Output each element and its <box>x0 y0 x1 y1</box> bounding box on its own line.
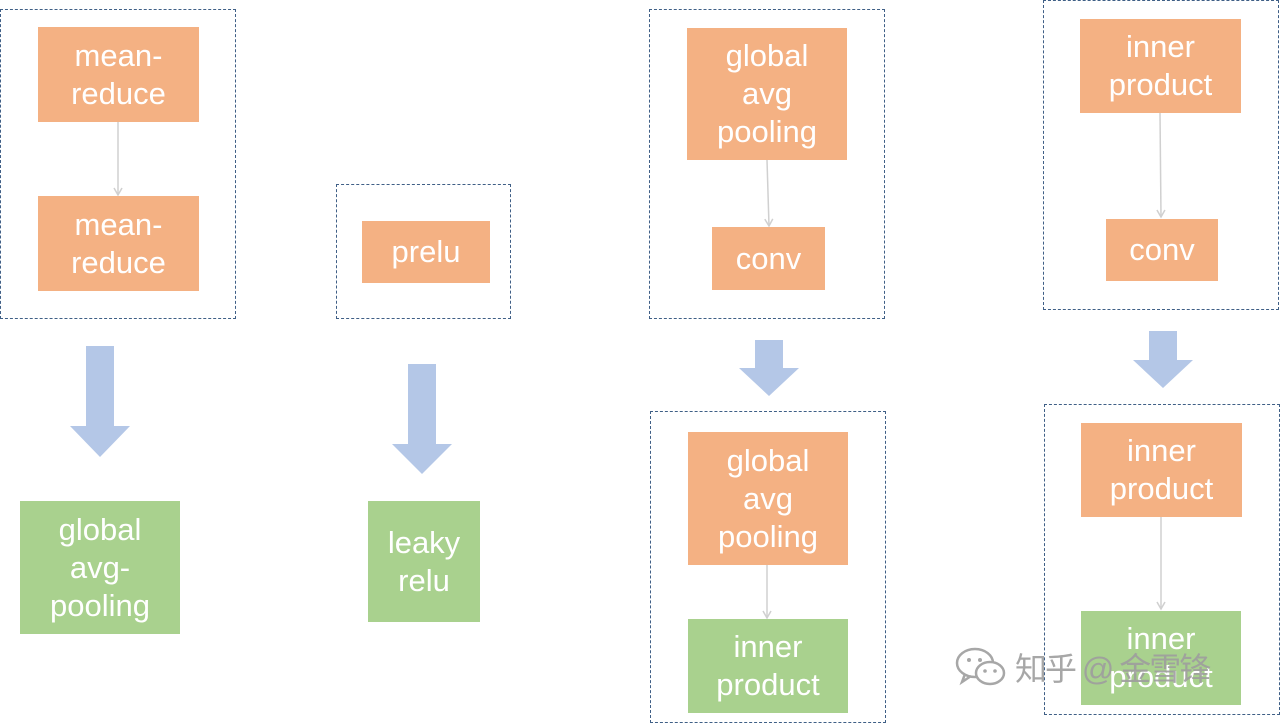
node-conv-a: conv <box>712 227 825 290</box>
node-inner-product-result-b: inner product <box>1081 611 1241 705</box>
node-prelu: prelu <box>362 221 490 283</box>
fusion-group-mean-reduce <box>0 9 236 319</box>
node-inner-product-result-a: inner product <box>688 619 848 713</box>
wechat-icon <box>955 647 1006 686</box>
transform-arrow-3 <box>739 340 799 396</box>
transform-arrow-4 <box>1133 331 1193 388</box>
node-mean-reduce-1: mean- reduce <box>38 27 199 122</box>
node-conv-b: conv <box>1106 219 1218 281</box>
node-inner-product-a: inner product <box>1080 19 1241 113</box>
transform-arrow-1 <box>70 346 130 457</box>
fusion-group-prelu <box>336 184 511 319</box>
fusion-group-pool-conv <box>649 9 885 319</box>
transform-arrow-2 <box>392 364 452 474</box>
node-global-avg-pooling-a: global avg pooling <box>687 28 847 160</box>
watermark: 知乎 @ 金雪锋 <box>955 645 1211 689</box>
node-global-avg-pooling-result: global avg- pooling <box>20 501 180 634</box>
fusion-group-ip-conv <box>1043 0 1279 310</box>
node-leaky-relu: leaky relu <box>368 501 480 622</box>
node-mean-reduce-2: mean- reduce <box>38 196 199 291</box>
node-global-avg-pooling-b: global avg pooling <box>688 432 848 565</box>
watermark-text: 知乎 @ 金雪锋 <box>1015 651 1211 687</box>
node-inner-product-b: inner product <box>1081 423 1242 517</box>
